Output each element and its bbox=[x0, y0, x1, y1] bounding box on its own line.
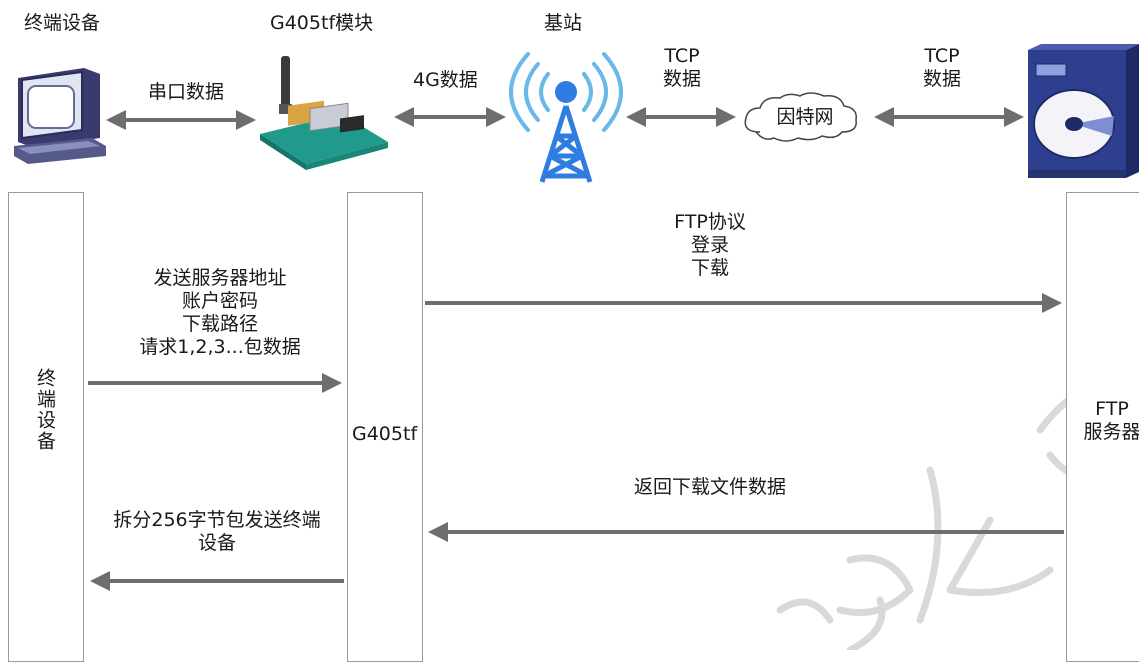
cell-tower-icon bbox=[509, 52, 623, 183]
internet-cloud-icon bbox=[744, 92, 857, 142]
server-icon bbox=[1028, 44, 1139, 178]
4g-module-icon bbox=[260, 56, 388, 170]
base-station-label: 基站 bbox=[544, 12, 583, 34]
terminal-lane-label: 终端设备 bbox=[34, 368, 56, 452]
module-label: G405tf模块 bbox=[270, 12, 374, 34]
ftp-server-lane bbox=[1066, 192, 1139, 662]
request-message: 发送服务器地址 账户密码 下载路径 请求1,2,3...包数据 bbox=[139, 267, 301, 358]
return-file-message: 返回下载文件数据 bbox=[633, 476, 786, 498]
split-packet-message: 拆分256字节包发送终端 设备 bbox=[113, 509, 321, 554]
terminal-lane bbox=[8, 192, 84, 662]
4g-data-label: 4G数据 bbox=[413, 69, 478, 91]
ftp-protocol-message: FTP协议 登录 下载 bbox=[674, 211, 746, 279]
g405tf-lane-label: G405tf bbox=[352, 423, 418, 445]
internet-label: 因特网 bbox=[776, 106, 834, 128]
g405tf-lane bbox=[347, 192, 423, 662]
computer-icon bbox=[14, 68, 106, 164]
terminal-device-label: 终端设备 bbox=[24, 12, 101, 34]
serial-data-label: 串口数据 bbox=[148, 81, 225, 103]
